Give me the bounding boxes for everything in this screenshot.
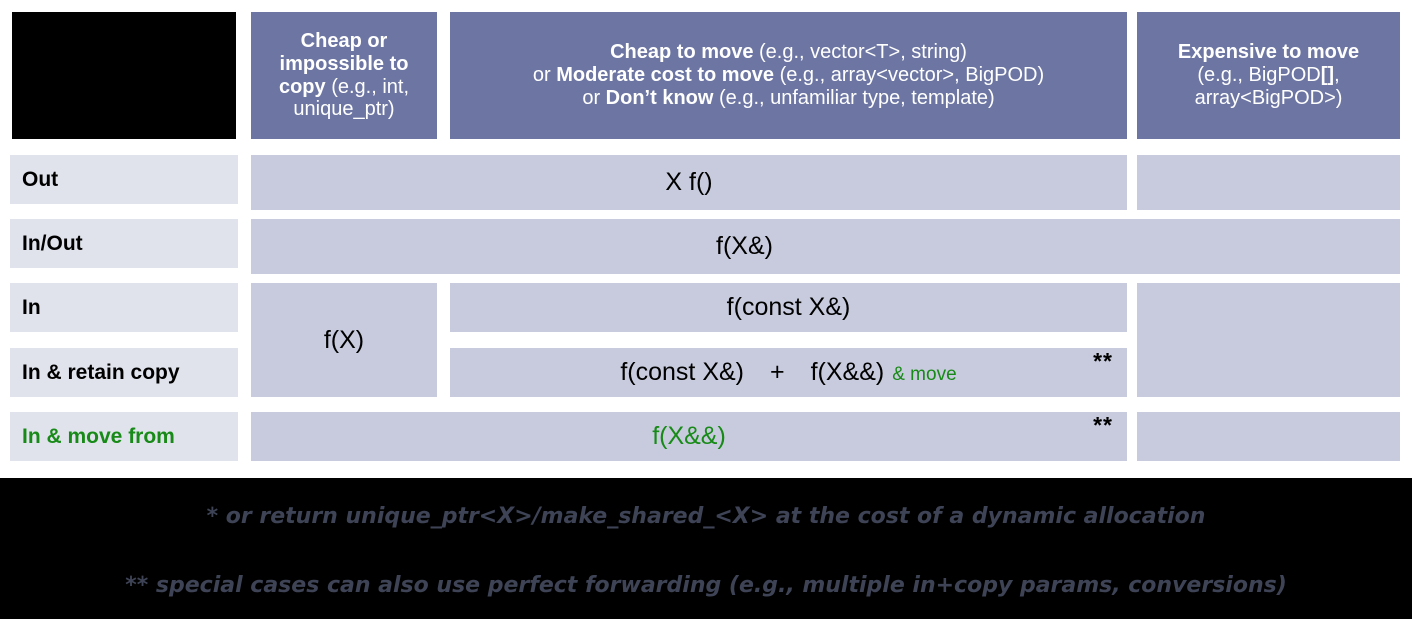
- row-label-in-move-from-text: In & move from: [22, 424, 175, 448]
- header-col3-line2-b: []: [1320, 64, 1335, 87]
- cell-retain-copy-stars: **: [1093, 348, 1113, 374]
- header-col3-strong: Expensive to move: [1177, 41, 1360, 64]
- row-label-out: Out: [10, 155, 238, 204]
- guidance-table: Cheap or impossible to copy (e.g., int, …: [0, 0, 1412, 478]
- header-col3-line3: array<BigPOD>): [1178, 87, 1359, 110]
- cell-move-from-text: f(X&&): [652, 422, 726, 451]
- row-label-in: In: [10, 283, 238, 332]
- row-label-out-text: Out: [22, 167, 59, 191]
- cell-retain-copy-a: f(const X&): [620, 358, 744, 387]
- header-col-cheap-or-impossible-to-copy: Cheap or impossible to copy (e.g., int, …: [251, 12, 437, 139]
- header-col2-line3-strong: Don’t know: [605, 86, 714, 109]
- cell-move-from: f(X&&) **: [251, 412, 1127, 461]
- row-label-in-text: In: [22, 295, 41, 319]
- header-col2-line3-pre: or: [582, 86, 606, 109]
- header-col2-line1-rest: (e.g., vector<T>, string): [753, 41, 967, 64]
- footnote-double-star: ** special cases can also use perfect fo…: [125, 573, 1287, 598]
- cell-in-fx-text: f(X): [323, 325, 365, 354]
- cell-retain-copy-plus: +: [770, 358, 785, 387]
- cell-retain-copy-b: f(X&&): [810, 358, 885, 387]
- header-col2-line3: or Don’t know (e.g., unfamiliar type, te…: [533, 87, 1044, 110]
- row-label-in-move-from: In & move from: [10, 412, 238, 461]
- header-col2-text: Cheap to move (e.g., vector<T>, string) …: [533, 41, 1044, 109]
- cell-move-from-expensive-blank: [1137, 412, 1400, 461]
- header-col2-line1-strong: Cheap to move: [610, 41, 754, 64]
- header-col2-line1: Cheap to move (e.g., vector<T>, string): [533, 41, 1044, 64]
- header-col3-line2-c: ,: [1334, 64, 1340, 87]
- header-col3-line2: (e.g., BigPOD[],: [1178, 64, 1359, 87]
- header-col2-line3-rest: (e.g., unfamiliar type, template): [713, 86, 995, 109]
- cell-in-fx: f(X): [251, 283, 437, 397]
- cell-retain-copy: f(const X&) + f(X&&) & move **: [450, 348, 1127, 397]
- row-label-in-out-text: In/Out: [22, 231, 83, 255]
- cell-out-expensive-blank: [1137, 155, 1400, 210]
- header-col2-line2-strong: Moderate cost to move: [556, 64, 775, 87]
- header-col-cheap-to-move: Cheap to move (e.g., vector<T>, string) …: [450, 12, 1127, 139]
- header-col1-rest: (e.g., int, unique_ptr): [293, 75, 410, 121]
- cell-move-from-stars: **: [1093, 412, 1113, 438]
- header-col-expensive-to-move: Expensive to move (e.g., BigPOD[], array…: [1137, 12, 1400, 139]
- cell-retain-copy-b-small: & move: [892, 364, 957, 386]
- cell-in-fconstxref-text: f(const X&): [726, 293, 851, 322]
- header-col1-strong: Cheap or impossible to copy: [278, 29, 409, 98]
- header-col3-line1: Expensive to move: [1178, 41, 1359, 64]
- header-col2-line2-pre: or: [532, 64, 557, 87]
- cell-retain-copy-inline: f(const X&) + f(X&&) & move: [450, 358, 1127, 387]
- row-label-in-retain-copy: In & retain copy: [10, 348, 238, 397]
- footnote-single-star: * or return unique_ptr<X>/make_shared_<X…: [206, 504, 1206, 529]
- footnotes-area: * or return unique_ptr<X>/make_shared_<X…: [0, 478, 1412, 619]
- cell-out-xf: X f(): [251, 155, 1127, 210]
- cell-inout-fxref: f(X&): [251, 219, 1400, 274]
- header-col2-line2-rest: (e.g., array<vector>, BigPOD): [774, 64, 1045, 87]
- cell-inout-fxref-text: f(X&): [716, 232, 773, 261]
- header-col3-line2-a: (e.g., BigPOD: [1197, 64, 1321, 87]
- header-col1-text: Cheap or impossible to copy (e.g., int, …: [259, 30, 429, 121]
- cell-in-fconstxref: f(const X&): [450, 283, 1127, 332]
- row-label-in-out: In/Out: [10, 219, 238, 268]
- row-label-in-retain-copy-text: In & retain copy: [22, 360, 180, 384]
- header-col3-text: Expensive to move (e.g., BigPOD[], array…: [1178, 41, 1359, 109]
- cell-out-xf-text: X f(): [665, 168, 713, 197]
- header-col2-line2: or Moderate cost to move (e.g., array<ve…: [533, 64, 1044, 87]
- corner-black-block: [12, 12, 236, 139]
- header-col3-line3: array<BigPOD>): [1194, 86, 1343, 109]
- cell-in-expensive-blank: [1137, 283, 1400, 397]
